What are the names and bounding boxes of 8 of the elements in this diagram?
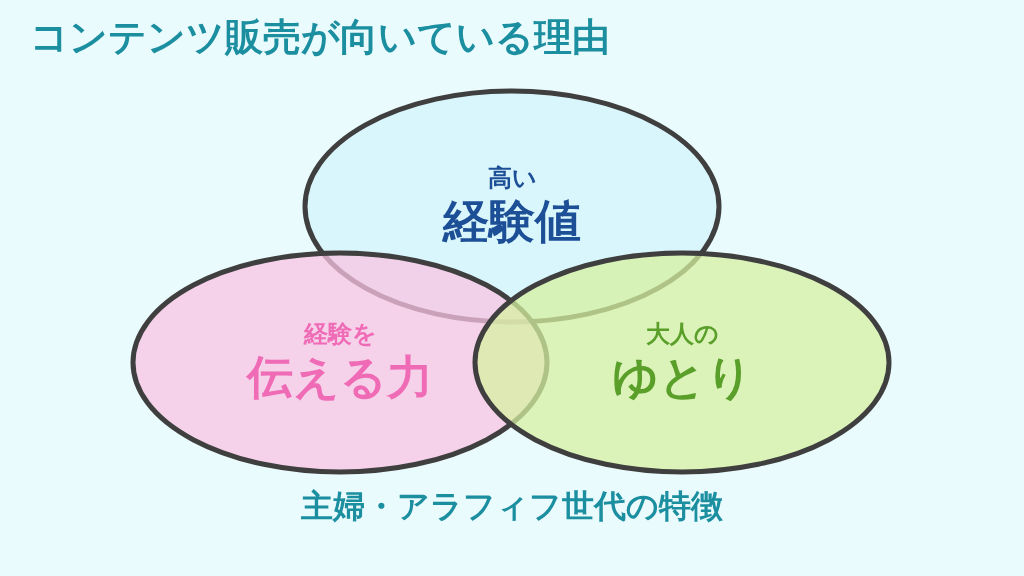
venn-heading: 高い <box>487 162 537 193</box>
venn-heading: 経験を <box>303 318 377 349</box>
title: コンテンツ販売が向いている理由 <box>30 14 610 61</box>
venn-heading: 大人の <box>645 318 719 349</box>
venn-label: 伝える力 <box>247 348 433 406</box>
venn-label: 経験値 <box>443 192 581 250</box>
caption: 主婦・アラフィフ世代の特徴 <box>300 486 724 527</box>
venn-label: ゆとり <box>611 348 753 406</box>
